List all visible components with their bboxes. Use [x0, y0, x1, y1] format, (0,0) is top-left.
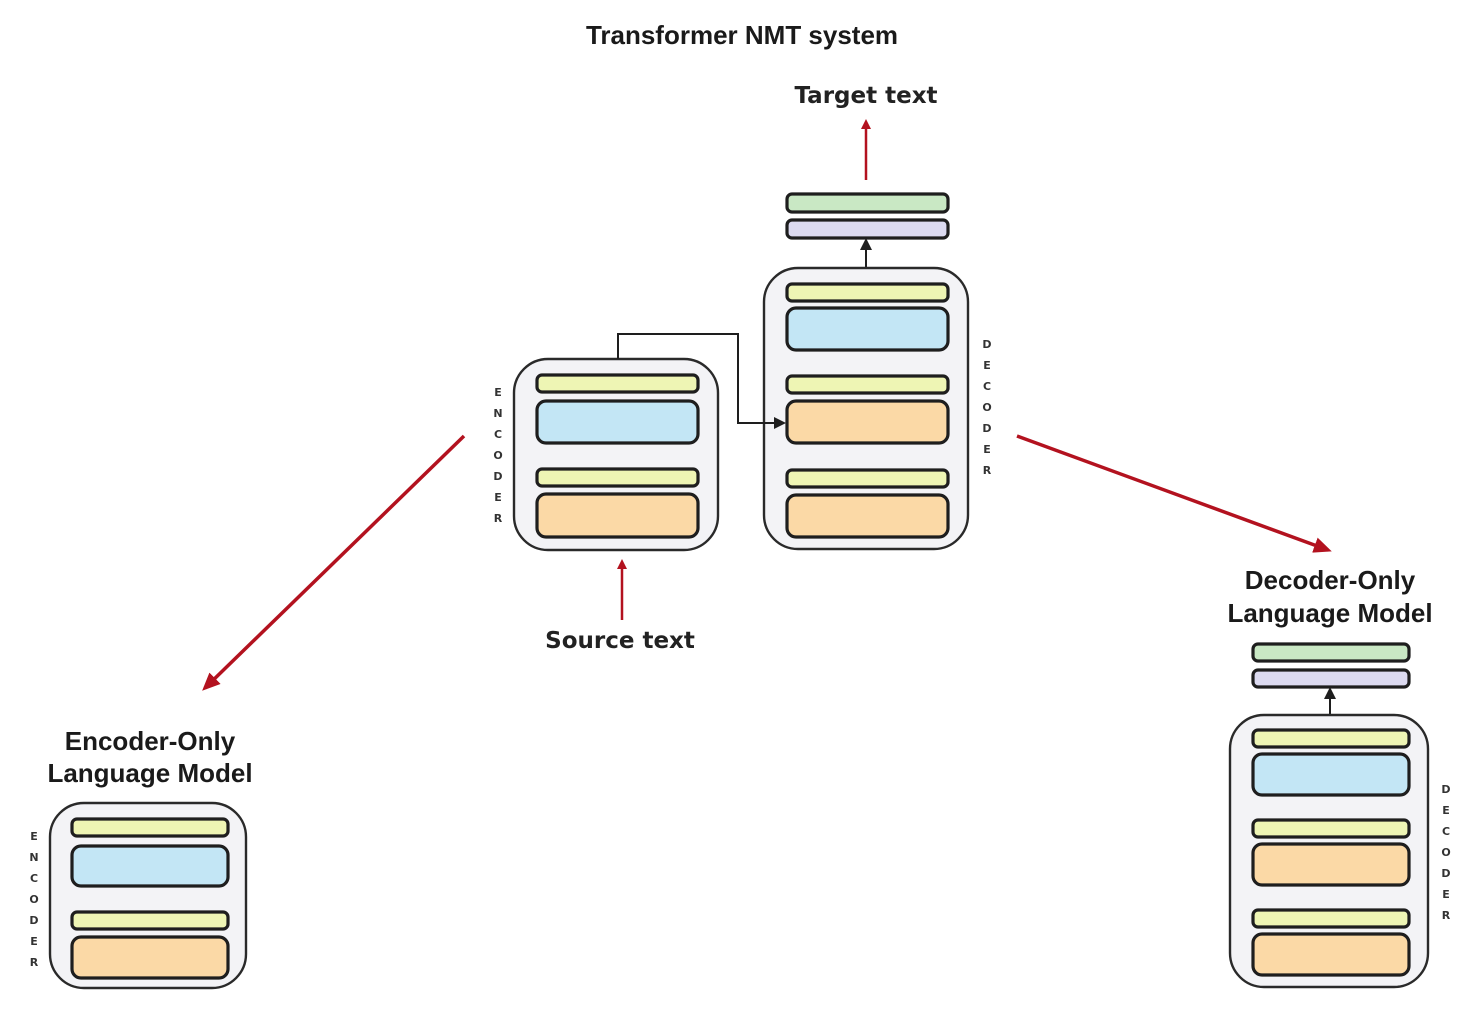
layer-norm-block — [70, 817, 230, 838]
feed-forward-block — [785, 493, 950, 539]
vertical-label-letter: D — [1441, 783, 1450, 796]
cross-attention-block — [785, 399, 950, 445]
decoder-only-stack — [1228, 713, 1430, 989]
layer-norm-block — [1251, 908, 1411, 929]
diagram-title: Transformer NMT system — [586, 20, 898, 50]
layer-norm-block — [785, 374, 950, 395]
layer-norm-block — [1251, 818, 1411, 839]
vertical-label-letter: O — [1441, 846, 1450, 859]
vertical-label-letter: O — [493, 449, 502, 462]
layer-norm-block — [785, 282, 950, 303]
target-text-label: Target text — [794, 83, 937, 109]
feed-forward-block — [1251, 842, 1411, 887]
vertical-label-letter: E — [1442, 888, 1450, 901]
vertical-label-letter: E — [494, 491, 502, 504]
encoder-to-decoder-connector — [617, 333, 786, 429]
decoder-only-title-line1: Decoder-Only — [1245, 565, 1416, 595]
vertical-label-letter: C — [1442, 825, 1450, 838]
vertical-label-letter: O — [982, 401, 991, 414]
encoder-only-stack — [48, 801, 248, 990]
vertical-label-letter: E — [983, 443, 991, 456]
decoder-only-output-layers — [1251, 642, 1411, 689]
vertical-label-letter: E — [983, 359, 991, 372]
output-linear-layer — [1251, 668, 1411, 689]
vertical-label-letter: C — [983, 380, 991, 393]
feed-forward-block — [535, 492, 700, 539]
vertical-label-letter: N — [29, 851, 38, 864]
vertical-label-letter: E — [30, 830, 38, 843]
vertical-label-letter: C — [30, 872, 38, 885]
output-softmax-layer — [785, 192, 950, 214]
vertical-label-letter: E — [1442, 804, 1450, 817]
vertical-label-letter: O — [29, 893, 38, 906]
feed-forward-block — [70, 935, 230, 980]
vertical-label-letter: R — [983, 464, 992, 477]
vertical-label-letter: D — [493, 470, 502, 483]
vertical-label-letter: D — [29, 914, 38, 927]
to-decoder-only-arrow — [1016, 434, 1332, 553]
layer-norm-block — [535, 373, 700, 394]
source-text-label: Source text — [545, 628, 695, 654]
output-linear-layer — [785, 218, 950, 240]
nmt-decoder-output-layers — [785, 192, 950, 240]
encoder-only-title-line1: Encoder-Only — [65, 726, 236, 756]
masked-attention-block — [1251, 752, 1411, 797]
layer-norm-block — [70, 910, 230, 931]
masked-attention-block — [785, 306, 950, 352]
self-attention-block — [535, 399, 700, 445]
self-attention-block — [70, 844, 230, 888]
feed-forward-block — [1251, 932, 1411, 977]
vertical-label-letter: D — [982, 422, 991, 435]
to-encoder-only-arrow — [202, 434, 466, 691]
nmt-encoder-stack — [512, 357, 720, 552]
layer-norm-block — [1251, 728, 1411, 749]
output-softmax-layer — [1251, 642, 1411, 663]
nmt-decoder-stack — [762, 266, 970, 551]
encoder-only-title-line2: Language Model — [47, 758, 252, 788]
layer-norm-block — [535, 467, 700, 488]
vertical-label-letter: D — [982, 338, 991, 351]
vertical-label-letter: R — [1442, 909, 1451, 922]
vertical-label-letter: R — [30, 956, 39, 969]
vertical-label-letter: R — [494, 512, 503, 525]
decoder-only-title-line2: Language Model — [1227, 598, 1432, 628]
vertical-label-letter: N — [493, 407, 502, 420]
vertical-label-letter: D — [1441, 867, 1450, 880]
vertical-label-letter: C — [494, 428, 502, 441]
vertical-label-letter: E — [494, 386, 502, 399]
layer-norm-block — [785, 468, 950, 489]
vertical-label-letter: E — [30, 935, 38, 948]
